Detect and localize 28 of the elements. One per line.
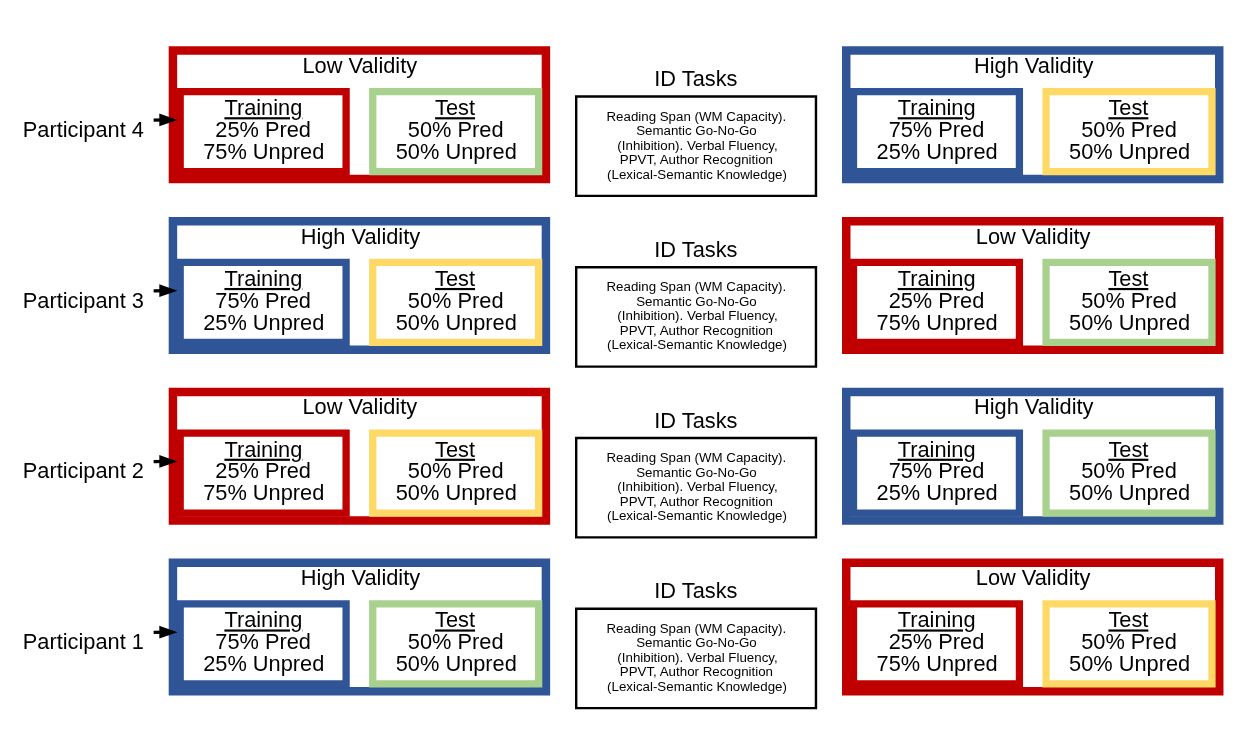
- node-box: Test 50% Pred 50% Unpred: [1042, 88, 1216, 176]
- node-box: Training 75% Pred 25% Unpred: [849, 429, 1024, 517]
- node-box: Training 25% Pred 75% Unpred: [849, 258, 1024, 346]
- node-box: Training 75% Pred 25% Unpred: [849, 88, 1024, 176]
- node-text: Participant 1: [22, 629, 144, 655]
- node-box: Training 25% Pred 75% Unpred: [176, 429, 350, 517]
- node-text: Participant 2: [22, 458, 144, 484]
- node-box: Test 50% Pred 50% Unpred: [369, 258, 543, 346]
- node-box: Test 50% Pred 50% Unpred: [1042, 600, 1216, 688]
- node-box: Test 50% Pred 50% Unpred: [1042, 258, 1216, 346]
- node-box: Test 50% Pred 50% Unpred: [369, 88, 543, 176]
- node-label: ID Tasks: [654, 66, 738, 92]
- node-box: Test 50% Pred 50% Unpred: [369, 429, 543, 517]
- node-box: Test 50% Pred 50% Unpred: [369, 600, 543, 688]
- node-box: Training 25% Pred 75% Unpred: [176, 88, 350, 176]
- node-box: Reading Span (WM Capacity). Semantic Go-No-Go (Inhibition). Verbal Fluency, PPVT, Author Recognition (Lexical-Semantic Knowledge): [575, 266, 818, 368]
- node-box: Test 50% Pred 50% Unpred: [1042, 429, 1216, 517]
- node-label: ID Tasks: [654, 236, 738, 262]
- node-box: Reading Span (WM Capacity). Semantic Go-No-Go (Inhibition). Verbal Fluency, PPVT, Author Recognition (Lexical-Semantic Knowledge): [575, 607, 818, 710]
- node-box: Reading Span (WM Capacity). Semantic Go-No-Go (Inhibition). Verbal Fluency, PPVT, Author Recognition (Lexical-Semantic Knowledge): [575, 95, 818, 198]
- node-box: Training 75% Pred 25% Unpred: [176, 600, 350, 688]
- node-text: Participant 3: [22, 287, 144, 313]
- node-box: Training 75% Pred 25% Unpred: [176, 258, 350, 346]
- node-box: Reading Span (WM Capacity). Semantic Go-No-Go (Inhibition). Verbal Fluency, PPVT, Author Recognition (Lexical-Semantic Knowledge): [575, 436, 818, 539]
- node-text: Participant 4: [22, 117, 144, 142]
- node-label: ID Tasks: [654, 407, 738, 433]
- node-label: ID Tasks: [654, 578, 738, 604]
- node-box: Training 25% Pred 75% Unpred: [849, 600, 1024, 688]
